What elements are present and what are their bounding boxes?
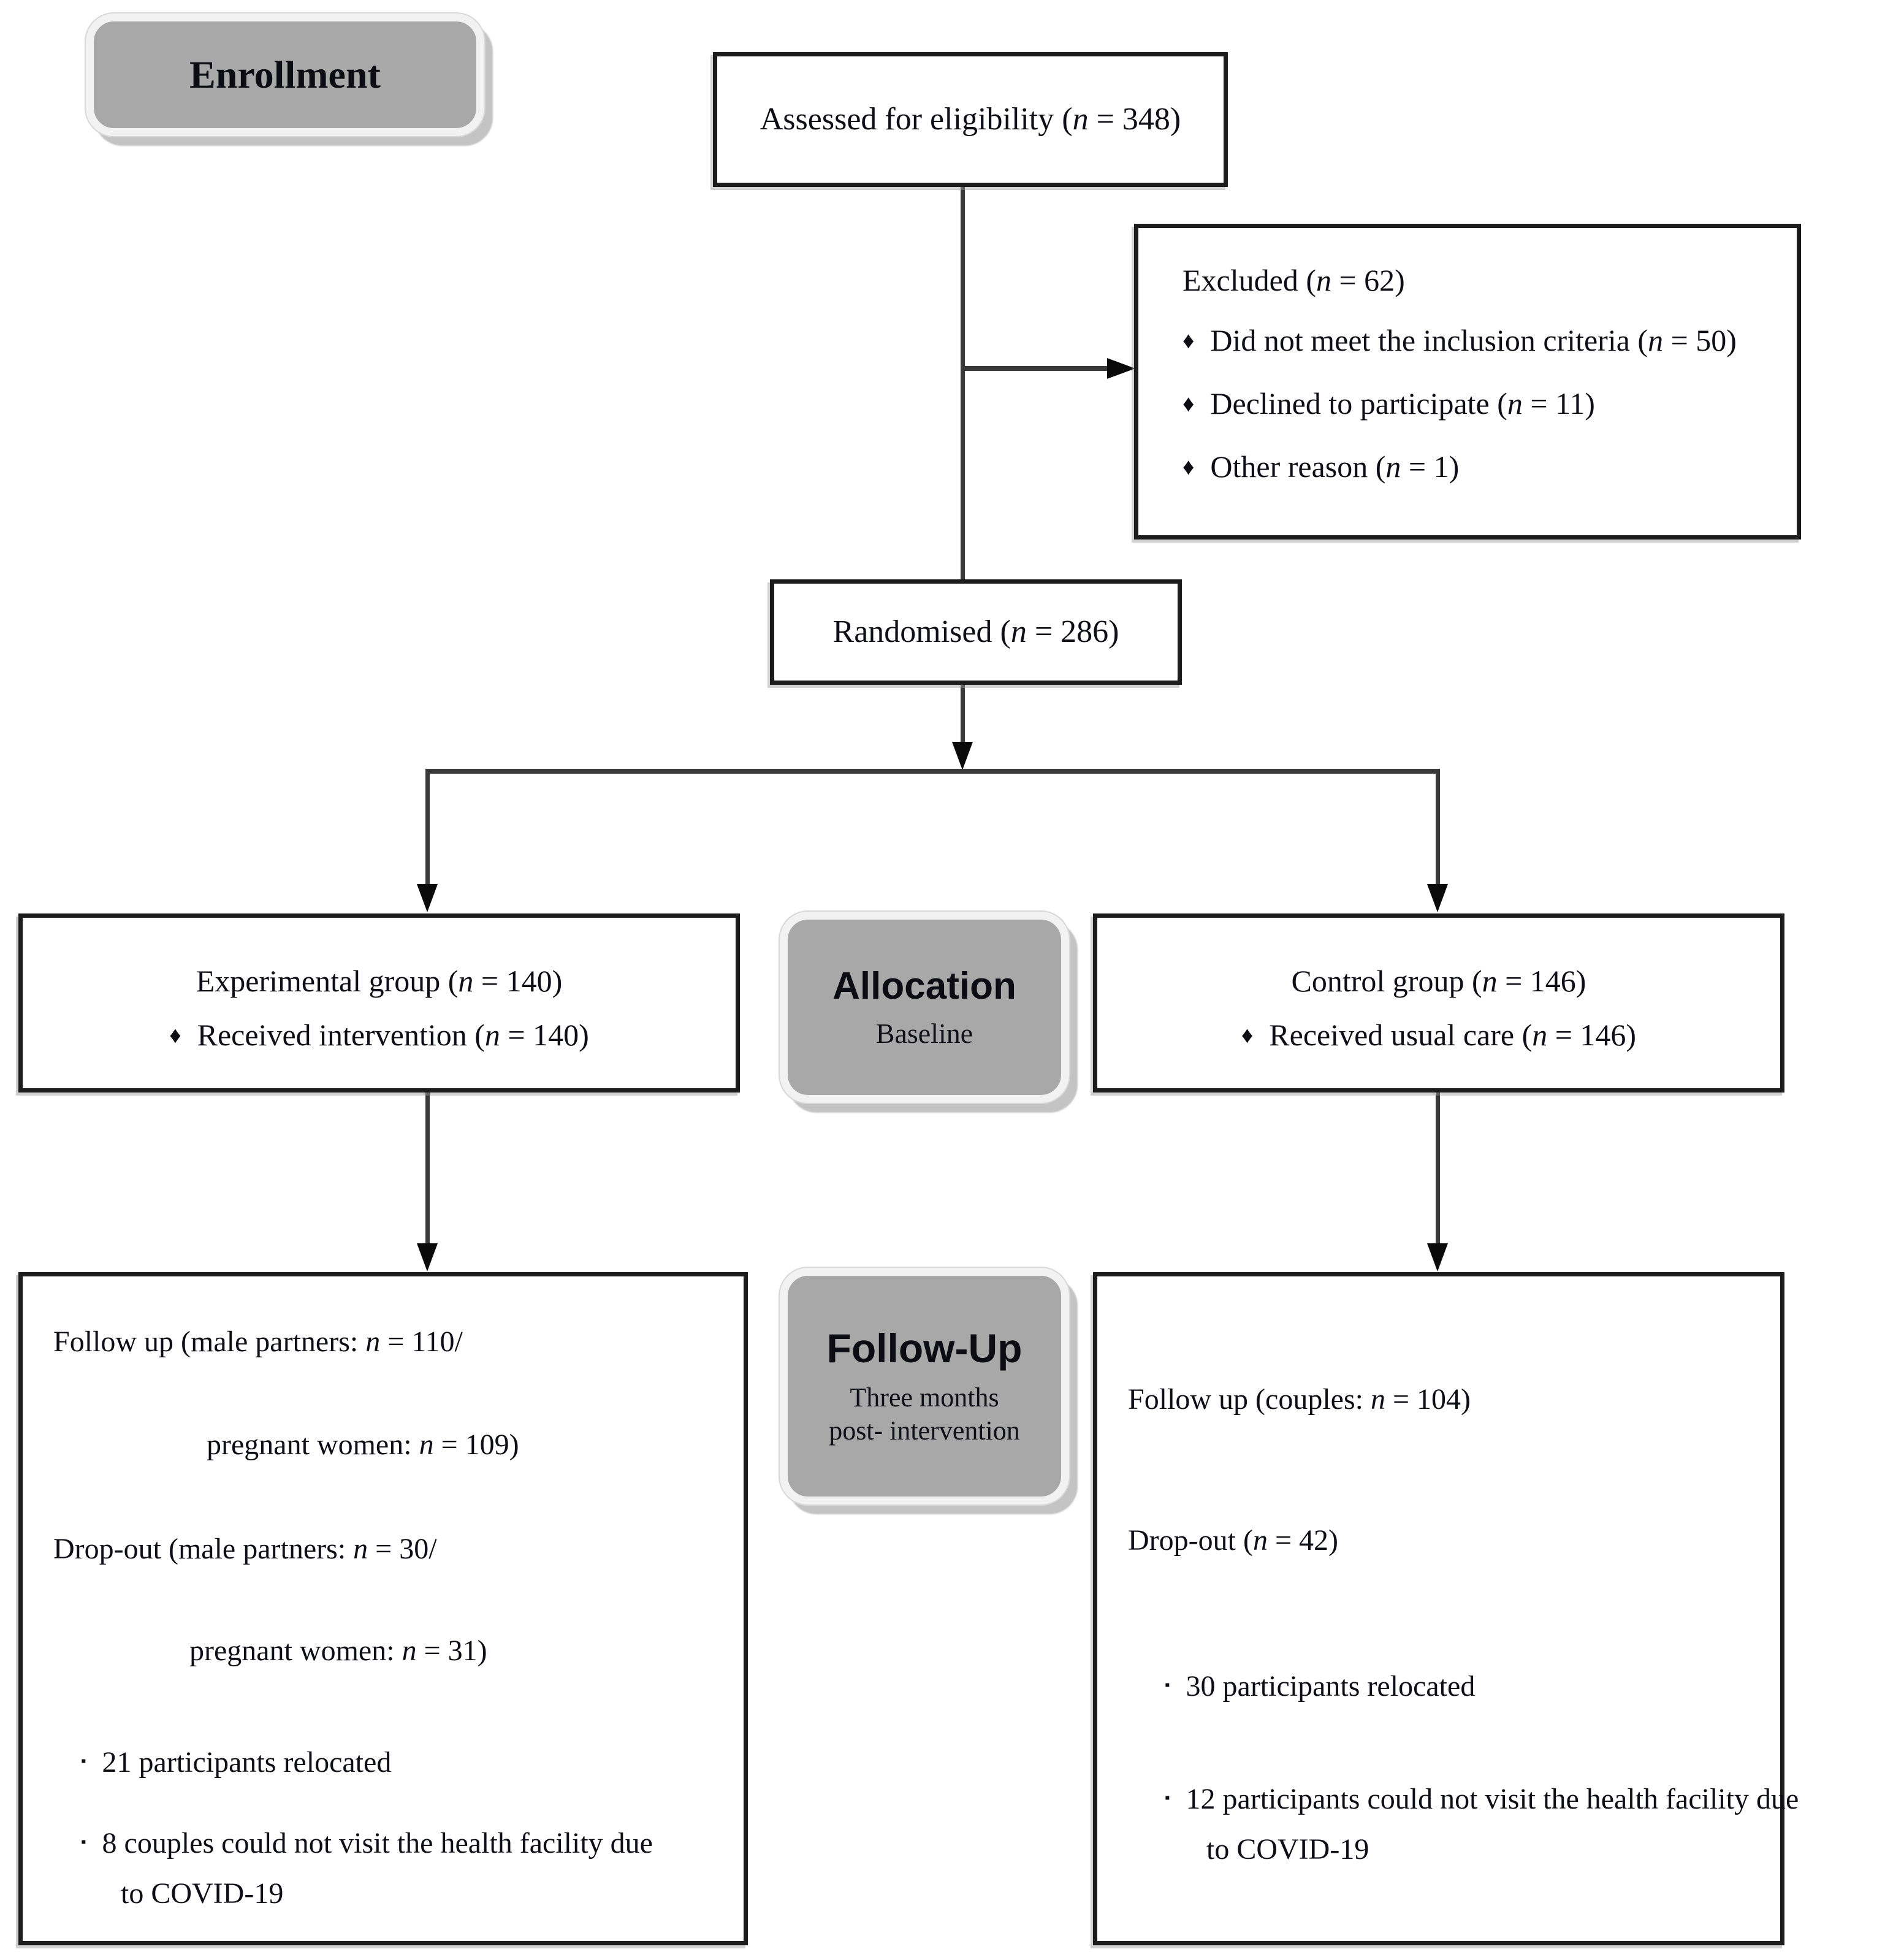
followup-right-line1: Follow up (couples: n = 104) (1128, 1383, 1471, 1416)
experimental-group-box: Experimental group (n = 140) ♦ Received … (18, 913, 740, 1092)
followup-left-bullet2-continuation: to COVID-19 (121, 1877, 284, 1910)
excluded-box: Excluded (n = 62) ♦ Did not meet the inc… (1134, 224, 1801, 540)
diamond-bullet-icon: ♦ (169, 1023, 181, 1048)
followup-right-box: Follow up (couples: n = 104) Drop-out (n… (1093, 1272, 1799, 1945)
excluded-bullet-row: ♦ Did not meet the inclusion criteria (n… (1182, 321, 1772, 362)
followup-right-bullet1-text: 30 participants relocated (1186, 1670, 1476, 1703)
diamond-bullet-icon: ♦ (1182, 328, 1195, 354)
connector-split-to-control (1436, 769, 1440, 887)
connector-split-to-experimental (425, 769, 430, 887)
excluded-bullet-row: ♦ Other reason (n = 1) (1182, 448, 1772, 489)
small-bullet-icon: ▪ (1165, 1677, 1170, 1693)
followup-stage-sublabel-line1: Three months (850, 1382, 999, 1413)
connector-control-to-followup (1436, 1091, 1440, 1246)
followup-left-bullet1-text: 21 participants relocated (102, 1746, 392, 1779)
randomised-text: Randomised (n = 286) (832, 614, 1119, 649)
followup-left-line3: Drop-out (male partners: n = 30/ (53, 1533, 437, 1565)
randomised-box: Randomised (n = 286) (770, 579, 1182, 685)
small-bullet-icon: ▪ (1165, 1790, 1170, 1806)
arrowhead-followup-left (417, 1243, 438, 1272)
diamond-bullet-icon: ♦ (1182, 454, 1195, 480)
followup-stage-label: Follow-Up (826, 1325, 1022, 1371)
followup-right-bullet2-continuation: to COVID-19 (1206, 1833, 1369, 1866)
followup-left-bullet2-text: 8 couples could not visit the health fac… (102, 1827, 653, 1859)
experimental-group-title: Experimental group (n = 140) (196, 964, 563, 998)
small-bullet-icon: ▪ (81, 1834, 86, 1850)
diamond-bullet-icon: ♦ (1182, 391, 1195, 417)
allocation-stage-label: Allocation (832, 964, 1016, 1007)
connector-randomised-to-split (961, 684, 965, 745)
connector-experimental-to-followup (425, 1091, 430, 1246)
followup-left-bullet1: ▪ 21 participants relocated (81, 1745, 391, 1785)
followup-left-box: Follow up (male partners: n = 110/ pregn… (18, 1272, 748, 1945)
connector-to-excluded (961, 366, 1110, 371)
excluded-bullet-text: Other reason (n = 1) (1210, 449, 1460, 484)
followup-right-bullet2: ▪ 12 participants could not visit the hea… (1165, 1782, 1799, 1822)
assessed-eligibility-text: Assessed for eligibility (n = 348) (760, 102, 1181, 137)
arrowhead-split-junction (952, 742, 973, 770)
followup-left-line4: pregnant women: n = 31) (189, 1634, 487, 1667)
excluded-bullet-row: ♦ Declined to participate (n = 11) (1182, 384, 1772, 425)
experimental-bullet-row: ♦ Received intervention (n = 140) (169, 1016, 589, 1057)
enrollment-stage-badge: Enrollment (86, 13, 484, 136)
experimental-bullet-text: Received intervention (n = 140) (197, 1018, 589, 1052)
diamond-bullet-icon: ♦ (1241, 1023, 1254, 1048)
followup-right-bullet2-text: 12 participants could not visit the heal… (1186, 1783, 1799, 1815)
allocation-stage-sublabel: Baseline (875, 1017, 973, 1049)
connector-assessed-to-randomised (961, 186, 965, 581)
connector-split-horizontal (425, 769, 1440, 774)
followup-right-line2: Drop-out (n = 42) (1128, 1524, 1339, 1557)
control-bullet-text: Received usual care (n = 146) (1269, 1018, 1637, 1052)
control-group-box: Control group (n = 146) ♦ Received usual… (1093, 913, 1784, 1092)
allocation-stage-badge: Allocation Baseline (780, 912, 1069, 1103)
arrowhead-control (1427, 884, 1448, 912)
followup-stage-sublabel-line2: post- intervention (829, 1416, 1020, 1446)
control-group-title: Control group (n = 146) (1291, 964, 1586, 998)
followup-left-bullet2: ▪ 8 couples could not visit the health fa… (81, 1826, 653, 1866)
arrowhead-experimental (417, 884, 438, 912)
excluded-bullet-text: Did not meet the inclusion criteria (n =… (1210, 323, 1737, 357)
followup-left-line1: Follow up (male partners: n = 110/ (53, 1325, 463, 1358)
excluded-bullet-text: Declined to participate (n = 11) (1210, 386, 1595, 421)
excluded-title: Excluded (n = 62) (1182, 263, 1405, 297)
enrollment-stage-label: Enrollment (189, 53, 381, 96)
followup-left-line2: pregnant women: n = 109) (207, 1428, 519, 1461)
small-bullet-icon: ▪ (81, 1753, 86, 1769)
assessed-eligibility-box: Assessed for eligibility (n = 348) (713, 52, 1228, 187)
followup-stage-badge: Follow-Up Three months post- interventio… (780, 1268, 1069, 1504)
control-bullet-row: ♦ Received usual care (n = 146) (1241, 1016, 1636, 1057)
arrowhead-excluded (1107, 358, 1135, 379)
followup-right-bullet1: ▪ 30 participants relocated (1165, 1669, 1475, 1709)
arrowhead-followup-right (1427, 1243, 1448, 1272)
